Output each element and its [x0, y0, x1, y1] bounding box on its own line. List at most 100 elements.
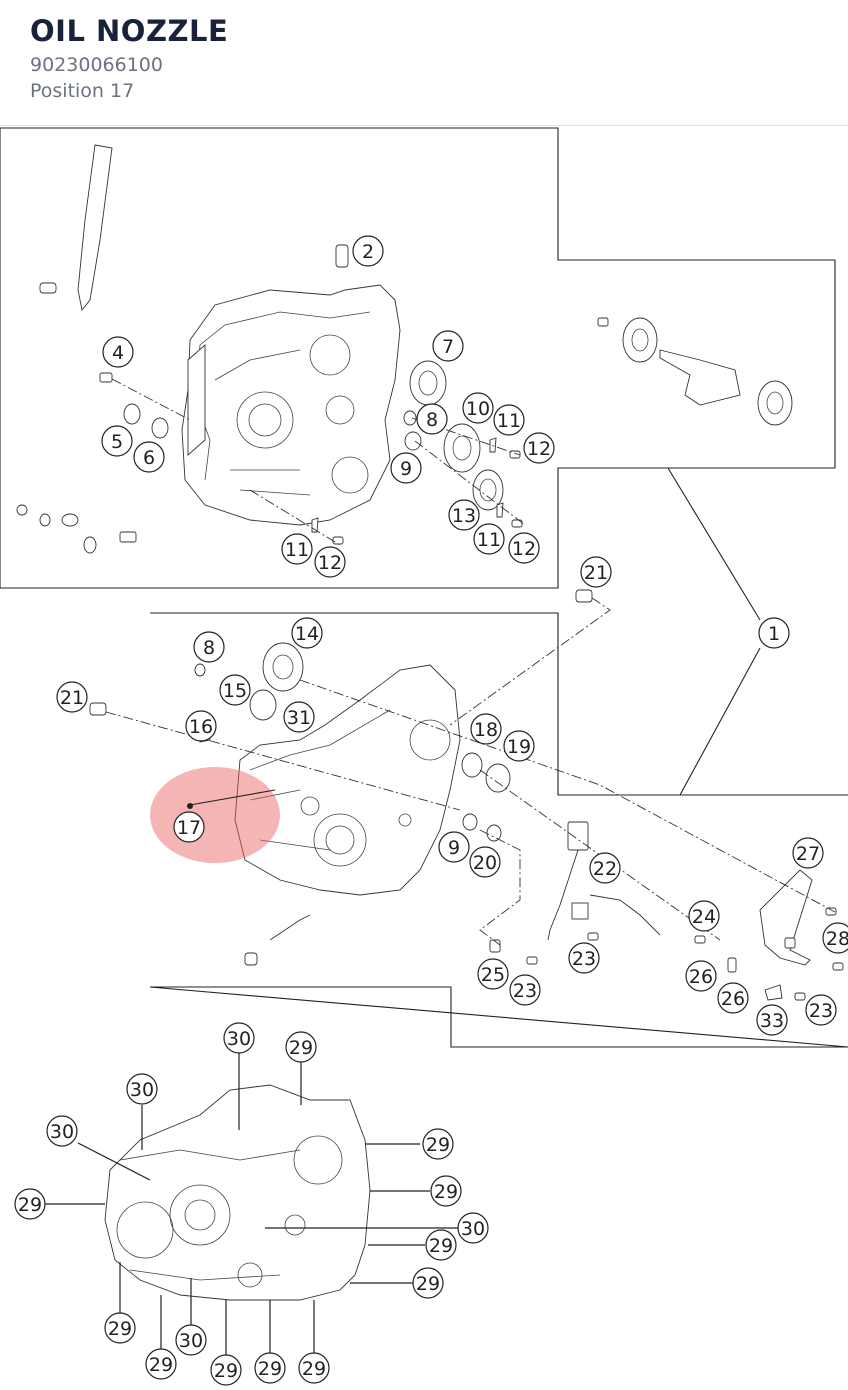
part-title: OIL NOZZLE [30, 14, 229, 48]
callout-label: 27 [796, 843, 820, 865]
callout-circle [175, 1324, 207, 1356]
callout-20[interactable]: 20 [469, 846, 501, 878]
callout-7[interactable]: 7 [432, 330, 464, 362]
callout-circle [56, 681, 88, 713]
callout-circle [432, 330, 464, 362]
callout-circle [457, 1212, 489, 1244]
callout-21[interactable]: 21 [580, 556, 612, 588]
callout-22[interactable]: 22 [589, 852, 621, 884]
callout-17[interactable]: 17 [173, 811, 205, 843]
part-position: Position 17 [30, 80, 135, 102]
callout-30[interactable]: 30 [126, 1073, 158, 1105]
callout-circle [126, 1073, 158, 1105]
callout-circle [568, 942, 600, 974]
callout-8[interactable]: 8 [193, 631, 225, 663]
callout-label: 25 [481, 964, 505, 986]
callout-12[interactable]: 12 [314, 546, 346, 578]
callout-label: 26 [689, 966, 713, 988]
callout-25[interactable]: 25 [477, 958, 509, 990]
callout-26[interactable]: 26 [685, 960, 717, 992]
callout-30[interactable]: 30 [46, 1115, 78, 1147]
callout-18[interactable]: 18 [470, 713, 502, 745]
callout-label: 12 [318, 552, 342, 574]
callout-circle [470, 713, 502, 745]
callout-label: 9 [448, 837, 460, 859]
callout-1[interactable]: 1 [758, 617, 790, 649]
callout-29[interactable]: 29 [422, 1128, 454, 1160]
callout-circle [104, 1312, 136, 1344]
callout-9[interactable]: 9 [390, 452, 422, 484]
callout-label: 20 [473, 852, 497, 874]
callout-23[interactable]: 23 [568, 942, 600, 974]
group-1-bracket [667, 467, 761, 796]
callout-23[interactable]: 23 [805, 994, 837, 1026]
callout-23[interactable]: 23 [509, 974, 541, 1006]
callout-label: 30 [227, 1028, 251, 1050]
callout-29[interactable]: 29 [254, 1352, 286, 1384]
callout-circle [390, 452, 422, 484]
lower-group-frame [149, 612, 848, 1048]
oil-nozzle-point [187, 803, 193, 809]
callout-11[interactable]: 11 [493, 404, 525, 436]
callout-26[interactable]: 26 [717, 982, 749, 1014]
callout-11[interactable]: 11 [281, 533, 313, 565]
callout-4[interactable]: 4 [102, 336, 134, 368]
callout-30[interactable]: 30 [175, 1324, 207, 1356]
callout-14[interactable]: 14 [291, 617, 323, 649]
callout-label: 21 [60, 687, 84, 709]
callout-19[interactable]: 19 [503, 730, 535, 762]
callout-8[interactable]: 8 [416, 403, 448, 435]
callout-30[interactable]: 30 [223, 1022, 255, 1054]
callout-21[interactable]: 21 [56, 681, 88, 713]
callout-circle [580, 556, 612, 588]
callout-circle [352, 235, 384, 267]
callout-label: 30 [179, 1330, 203, 1352]
callout-29[interactable]: 29 [412, 1267, 444, 1299]
callout-30[interactable]: 30 [457, 1212, 489, 1244]
callout-31[interactable]: 31 [283, 701, 315, 733]
callout-29[interactable]: 29 [430, 1175, 462, 1207]
callout-12[interactable]: 12 [523, 432, 555, 464]
callout-33[interactable]: 33 [756, 1004, 788, 1036]
callout-circle [14, 1188, 46, 1220]
callout-5[interactable]: 5 [101, 425, 133, 457]
callout-circle [462, 392, 494, 424]
callout-29[interactable]: 29 [104, 1312, 136, 1344]
callout-label: 29 [108, 1318, 132, 1340]
callout-circle [219, 674, 251, 706]
callout-label: 23 [572, 948, 596, 970]
callout-12[interactable]: 12 [508, 532, 540, 564]
callout-label: 33 [760, 1010, 784, 1032]
callout-label: 29 [18, 1194, 42, 1216]
callout-29[interactable]: 29 [210, 1354, 242, 1386]
callout-29[interactable]: 29 [14, 1188, 46, 1220]
callout-29[interactable]: 29 [298, 1352, 330, 1384]
callout-27[interactable]: 27 [792, 837, 824, 869]
callout-29[interactable]: 29 [145, 1348, 177, 1380]
callout-2[interactable]: 2 [352, 235, 384, 267]
callout-15[interactable]: 15 [219, 674, 251, 706]
callout-10[interactable]: 10 [462, 392, 494, 424]
callout-label: 4 [112, 342, 124, 364]
callout-label: 29 [416, 1273, 440, 1295]
bottom-view-leaders [44, 1053, 460, 1356]
highlight-marker [150, 767, 280, 863]
callout-label: 19 [507, 736, 531, 758]
callout-circle [448, 499, 480, 531]
callout-9[interactable]: 9 [438, 831, 470, 863]
callout-label: 2 [362, 241, 374, 263]
callout-label: 28 [826, 928, 848, 950]
callout-16[interactable]: 16 [185, 710, 217, 742]
callout-label: 11 [285, 539, 309, 561]
callout-28[interactable]: 28 [822, 922, 848, 954]
callout-label: 17 [177, 817, 201, 839]
callout-29[interactable]: 29 [425, 1229, 457, 1261]
callout-circle [805, 994, 837, 1026]
callout-13[interactable]: 13 [448, 499, 480, 531]
callout-11[interactable]: 11 [473, 523, 505, 555]
callout-6[interactable]: 6 [133, 441, 165, 473]
callout-label: 14 [295, 623, 319, 645]
callout-29[interactable]: 29 [285, 1031, 317, 1063]
callout-24[interactable]: 24 [688, 900, 720, 932]
